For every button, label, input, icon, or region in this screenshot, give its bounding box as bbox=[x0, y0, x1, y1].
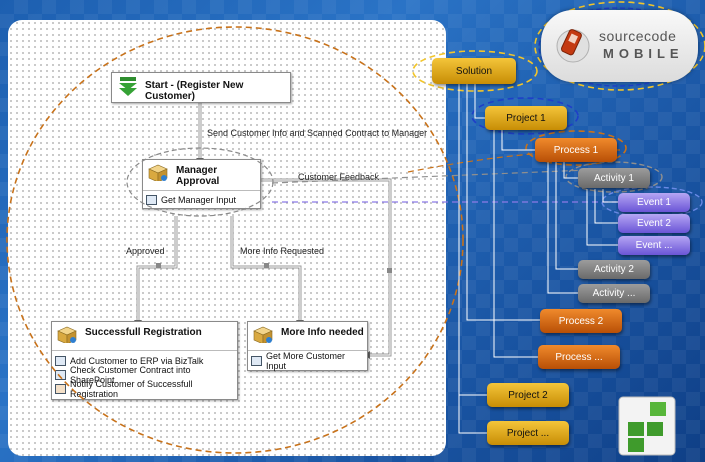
more-info-requested-label: More Info Requested bbox=[240, 246, 325, 256]
activity-package-icon bbox=[253, 326, 273, 343]
get-manager-input-item[interactable]: Get Manager Input bbox=[146, 194, 236, 206]
customer-feedback-label: Customer Feedback bbox=[298, 172, 380, 182]
send-info-label: Send Customer Info and Scanned Contract … bbox=[207, 128, 428, 138]
activity-more-node[interactable]: Activity ... bbox=[578, 284, 650, 303]
event-icon bbox=[55, 356, 66, 366]
approved-label: Approved bbox=[126, 246, 165, 256]
logo-ellipse-yellow bbox=[534, 1, 705, 91]
workflow-canvas: Start - (Register New Customer) Manager … bbox=[8, 20, 446, 456]
get-more-input-label: Get More Customer Input bbox=[266, 351, 346, 371]
activity-ellipse bbox=[565, 161, 663, 193]
logo-text-bottom: MOBILE bbox=[603, 46, 684, 61]
notify-customer-label: Notify Customer of Successfull Registrat… bbox=[70, 379, 193, 399]
solution-scope-ellipse bbox=[6, 26, 464, 454]
project-ellipse bbox=[471, 97, 579, 135]
event-1-node[interactable]: Event 1 bbox=[618, 193, 690, 212]
activity-package-icon bbox=[57, 326, 77, 343]
activity-scope-ellipse bbox=[126, 147, 274, 217]
solution-node[interactable]: Solution bbox=[432, 58, 516, 84]
notify-customer-item[interactable]: Notify Customer of Successfull Registrat… bbox=[55, 379, 237, 399]
start-title: Start - (Register New Customer) bbox=[145, 80, 244, 102]
check-contract-item[interactable]: Check Customer Contract into SharePoint bbox=[55, 365, 237, 385]
event-more-node[interactable]: Event ... bbox=[618, 236, 690, 255]
manager-approval-node[interactable]: Manager Approval Get Manager Input bbox=[142, 159, 261, 209]
event-2-node[interactable]: Event 2 bbox=[618, 214, 690, 233]
event-icon bbox=[55, 370, 66, 380]
activity-1-node[interactable]: Activity 1 bbox=[578, 168, 650, 188]
process-ellipse bbox=[525, 130, 627, 166]
event-ellipse bbox=[601, 186, 703, 218]
add-customer-erp-label: Add Customer to ERP via BizTalk bbox=[70, 356, 204, 366]
workflow-connectors bbox=[134, 102, 392, 359]
k2-tile-icon bbox=[618, 396, 676, 456]
successfull-registration-title: Successfull Registration bbox=[85, 327, 202, 338]
event-icon bbox=[251, 356, 262, 366]
project-more-node[interactable]: Project ... bbox=[487, 421, 569, 445]
event-icon bbox=[146, 195, 157, 205]
process-2-node[interactable]: Process 2 bbox=[540, 309, 622, 333]
add-customer-erp-item[interactable]: Add Customer to ERP via BizTalk bbox=[55, 355, 203, 367]
activity-package-icon bbox=[148, 164, 168, 181]
get-more-input-item[interactable]: Get More Customer Input bbox=[251, 351, 367, 371]
activity-link-line bbox=[271, 169, 589, 184]
start-arrow-icon bbox=[119, 77, 137, 96]
activity-2-node[interactable]: Activity 2 bbox=[578, 260, 650, 279]
process-1-node[interactable]: Process 1 bbox=[535, 138, 617, 162]
get-manager-input-label: Get Manager Input bbox=[161, 195, 237, 205]
hierarchy-tree-lines bbox=[458, 84, 618, 434]
manager-approval-title: Manager Approval bbox=[176, 165, 220, 187]
check-contract-label: Check Customer Contract into SharePoint bbox=[70, 365, 191, 385]
more-info-needed-node[interactable]: More Info needed Get More Customer Input bbox=[247, 321, 368, 371]
solution-ellipse bbox=[412, 50, 538, 92]
successfull-registration-node[interactable]: Successfull Registration Add Customer to… bbox=[51, 321, 238, 400]
logo-text-top: sourcecode bbox=[599, 28, 677, 44]
start-node[interactable]: Start - (Register New Customer) bbox=[111, 72, 291, 103]
process-more-node[interactable]: Process ... bbox=[538, 345, 620, 369]
phone-logo-icon bbox=[556, 29, 590, 63]
sourcecode-mobile-logo: sourcecode MOBILE bbox=[541, 10, 698, 82]
project-2-node[interactable]: Project 2 bbox=[487, 383, 569, 407]
more-info-needed-title: More Info needed bbox=[281, 327, 364, 338]
project-1-node[interactable]: Project 1 bbox=[485, 106, 567, 130]
email-icon bbox=[55, 384, 66, 394]
